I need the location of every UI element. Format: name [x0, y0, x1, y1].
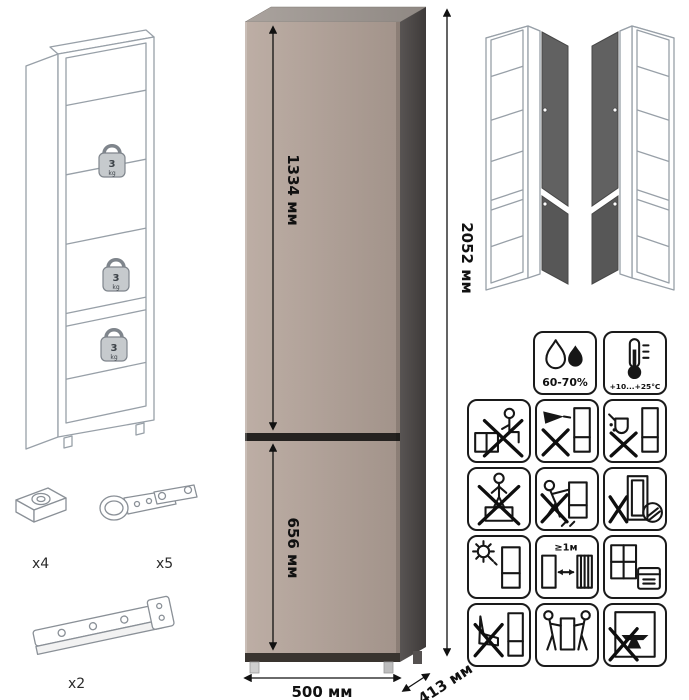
radiator-distance-icon: ≥1м	[535, 535, 599, 599]
door-edge-shade	[396, 22, 400, 653]
cabinet-body	[244, 6, 427, 674]
shelf-lines	[65, 89, 147, 380]
open-door-cabinet-left-variant	[485, 25, 569, 291]
upper-door-height-label: 1334 мм	[284, 154, 302, 226]
radiator-distance-value: ≥1м	[554, 542, 577, 553]
weight-value: 3	[111, 343, 118, 354]
upper-door	[245, 22, 400, 433]
no-pushing-icon	[535, 467, 599, 531]
open-lower-door	[541, 195, 569, 285]
cabinet-carcass	[25, 29, 155, 450]
width-label: 500 мм	[291, 683, 352, 700]
humidity-icon: 60-70%	[533, 331, 597, 395]
front-foot	[249, 661, 260, 674]
rear-foot	[413, 651, 422, 664]
no-scratching-icon	[535, 399, 599, 463]
temperature-range-icon: +10...+25°C	[603, 331, 667, 395]
avoid-sunlight-icon	[467, 535, 531, 599]
acclimatization-icon	[603, 535, 667, 599]
temperature-value: +10...+25°C	[610, 382, 661, 391]
no-heavy-load-icon	[603, 603, 667, 667]
open-cabinet-diagram: 3 kg 3 kg 3 kg	[25, 29, 155, 450]
climate-icons: 60-70% +10...+25°C	[533, 331, 667, 395]
lower-door	[245, 441, 400, 653]
plinth-rail-icon	[32, 595, 175, 655]
weight-value: 3	[109, 159, 116, 170]
shelf-load-weight: 3 kg	[100, 328, 128, 362]
no-liquids-icon	[603, 399, 667, 463]
foot-count-label: x4	[32, 556, 49, 572]
shelf-load-weight: 3 kg	[98, 144, 126, 178]
base-shadow	[245, 653, 400, 662]
no-sitting-icon	[467, 399, 531, 463]
weight-unit: kg	[112, 284, 119, 291]
lower-door-height-label: 656 мм	[284, 517, 302, 578]
weight-unit: kg	[108, 170, 115, 177]
hinge-icon	[99, 484, 198, 521]
plinth-count-label: x2	[68, 676, 85, 692]
no-standing-icon	[467, 467, 531, 531]
carry-two-people-icon	[535, 603, 599, 667]
cabinet-feet-sketch	[63, 422, 145, 449]
door-edge-highlight	[245, 22, 247, 653]
humidity-value: 60-70%	[542, 376, 588, 389]
cabinet-side-face	[400, 7, 426, 662]
foot-bracket-icon	[15, 487, 67, 523]
door-gap	[245, 433, 400, 441]
cabinet-render: 1334 мм 656 мм 2052 мм 500 мм 413 мм	[243, 6, 476, 700]
hinge-count-label: x5	[156, 556, 173, 572]
cabinet-top-face	[244, 6, 427, 23]
total-height-label: 2052 мм	[458, 222, 476, 294]
hardware-diagram: x4 x5 x2	[15, 484, 198, 692]
open-door-cabinet-right-variant	[591, 25, 675, 291]
open-upper-door	[541, 31, 569, 207]
no-kicking-icon	[467, 603, 531, 667]
care-icons: ≥1м	[467, 399, 667, 667]
door-options-diagram	[485, 25, 675, 291]
shelf-load-weight: 3 kg	[102, 258, 130, 292]
weight-unit: kg	[110, 354, 117, 361]
weight-value: 3	[113, 273, 120, 284]
front-foot	[383, 661, 394, 674]
no-moisture-icon	[603, 467, 667, 531]
